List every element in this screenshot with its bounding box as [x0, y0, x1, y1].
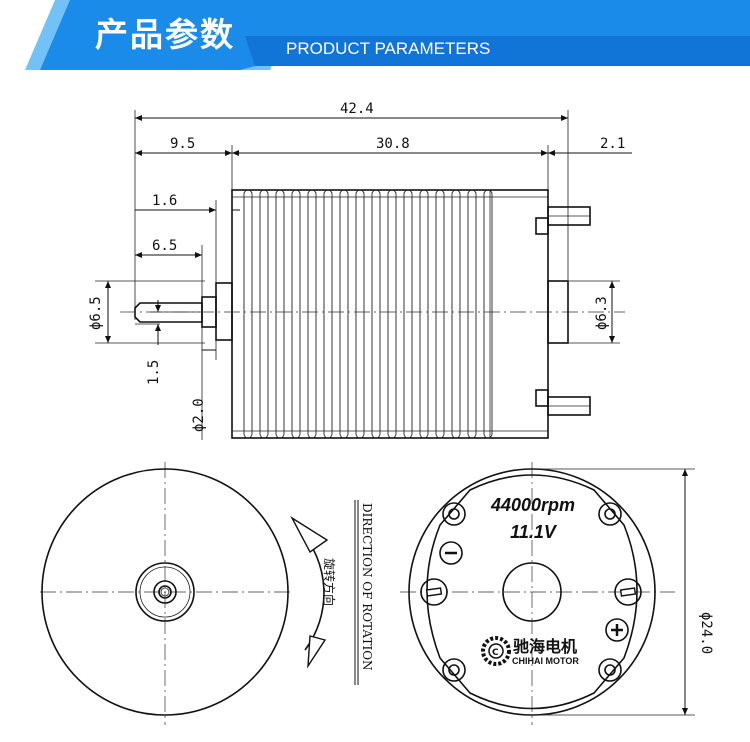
- front-boss: [215, 282, 233, 341]
- cooling-fin: [467, 189, 477, 439]
- rear-boss: [547, 280, 569, 344]
- header-background: [25, 0, 750, 70]
- cooling-fin: [451, 189, 461, 439]
- rotation-label-en: DIRECTION OF ROTATION: [360, 503, 374, 671]
- brand-name-cn: 驰海电机: [513, 637, 577, 656]
- mount-hole-top-left: [442, 502, 466, 526]
- page-title: 产品参数: [95, 15, 235, 54]
- dim-shaft-length: 9.5: [170, 136, 195, 152]
- header-dark-bar: [245, 36, 750, 66]
- cooling-fin: [403, 189, 413, 439]
- cooling-fin: [483, 189, 493, 439]
- mount-hole-bottom-right: [598, 658, 622, 682]
- terminal-top: [535, 206, 591, 235]
- brush-holder-left: [420, 578, 448, 606]
- cooling-fin: [323, 189, 333, 439]
- rear-bearing-boss: [502, 562, 562, 622]
- dim-flat: 1.5: [146, 360, 162, 385]
- rear-cap-inner-outline: [426, 474, 638, 710]
- rotation-arrowhead-bottom: [307, 635, 327, 669]
- terminal-bottom: [535, 389, 591, 416]
- motor-shaft: [134, 302, 203, 323]
- dim-boss-diameter: ϕ2.0: [191, 398, 207, 432]
- cooling-fin: [291, 189, 301, 439]
- brush-holder-right: [614, 578, 642, 606]
- minus-terminal-icon: [439, 541, 463, 565]
- mount-hole-top-right: [598, 502, 622, 526]
- dim-body-length: 30.8: [376, 136, 410, 152]
- plus-terminal-icon: [605, 618, 629, 642]
- rotation-arrowhead-top: [290, 516, 329, 554]
- side-view: 42.4 9.5 30.8 2.1 1.6 6.5 ϕ6.5 1.5 ϕ2.0: [88, 101, 632, 440]
- brand-name-en: CHIHAI MOTOR: [512, 656, 579, 666]
- cooling-fins: [243, 189, 493, 439]
- dim-rear-boss-diameter: ϕ6.3: [594, 296, 610, 330]
- cooling-fin: [435, 189, 445, 439]
- voltage-label: 11.1V: [510, 522, 558, 542]
- rear-view: 44000rpm 11.1V C 驰海电机 CHIHAI MOTOR ϕ24.0: [400, 462, 714, 725]
- front-end-cap: [41, 468, 289, 716]
- cooling-fin: [339, 189, 349, 439]
- cooling-fin: [371, 189, 381, 439]
- dim-cap-diameter: ϕ24.0: [698, 612, 714, 654]
- rotation-label-cn: 旋转方向: [322, 558, 337, 606]
- front-view: 旋转方向 DIRECTION OF ROTATION: [40, 462, 374, 725]
- page-subtitle: PRODUCT PARAMETERS: [286, 39, 491, 58]
- cooling-fin: [275, 189, 285, 439]
- motor-body: [231, 189, 549, 439]
- cooling-fin: [355, 189, 365, 439]
- dim-shaft-diameter: ϕ6.5: [88, 296, 104, 330]
- svg-text:C: C: [492, 648, 499, 658]
- cooling-fin: [419, 189, 429, 439]
- dim-overall-length: 42.4: [340, 101, 374, 117]
- cooling-fin: [387, 189, 397, 439]
- cooling-fin: [243, 189, 253, 439]
- dim-shaft-extension: 6.5: [152, 238, 177, 254]
- rpm-label: 44000rpm: [490, 495, 575, 515]
- header-banner: 产品参数 PRODUCT PARAMETERS: [0, 0, 750, 70]
- cooling-fin: [307, 189, 317, 439]
- dim-rear-protrusion: 2.1: [600, 136, 625, 152]
- mount-hole-bottom-left: [442, 658, 466, 682]
- dim-shoulder: 1.6: [152, 193, 177, 209]
- brand-logo-icon: C: [481, 636, 511, 666]
- cooling-fin: [259, 189, 269, 439]
